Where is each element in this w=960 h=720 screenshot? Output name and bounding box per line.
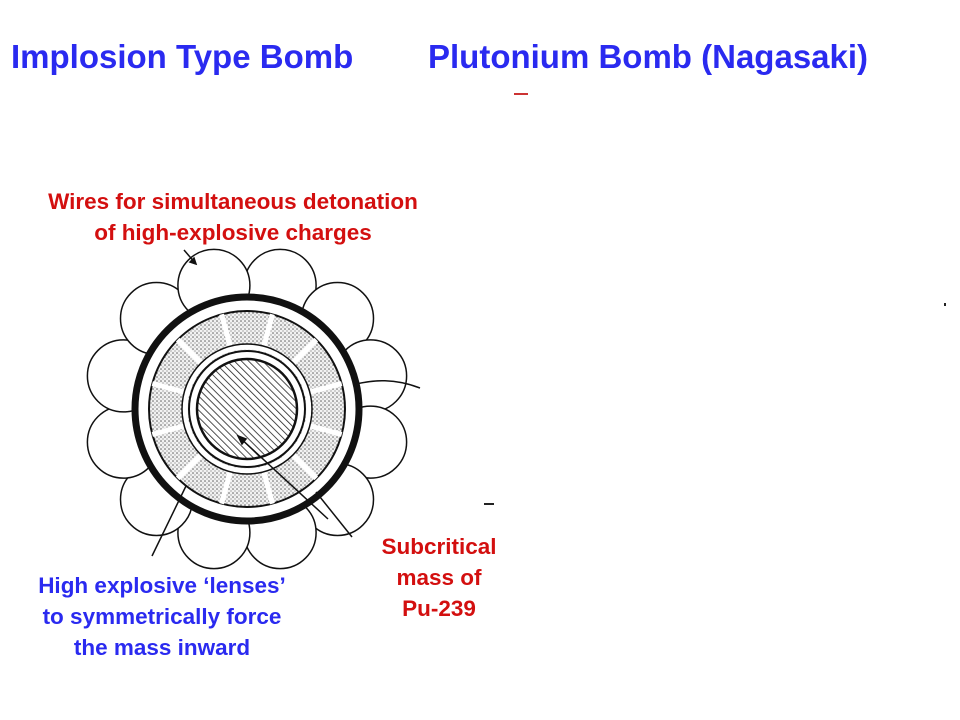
label-line: Subcritical: [381, 534, 497, 559]
label-line: the mass inward: [73, 635, 251, 660]
title-plutonium: Plutonium Bomb (Nagasaki): [428, 38, 869, 75]
leader-lines: [151, 249, 421, 557]
lens-dividers: [151, 313, 343, 505]
label-line: High explosive ‘lenses’: [38, 573, 286, 598]
title-implosion: Implosion Type Bomb: [11, 38, 354, 75]
inner-gap-edge: [181, 343, 313, 475]
plutonium-core: [195, 357, 299, 461]
label-line: Pu-239: [402, 596, 476, 621]
stray-mark: [484, 503, 494, 505]
stray-mark: [944, 303, 946, 306]
label-line: to symmetrically force: [42, 604, 282, 629]
label-subcritical-mass: Subcritical mass of Pu-239: [365, 531, 513, 624]
slide-title: Implosion Type Bomb Plutonium Bomb (Naga…: [0, 38, 960, 88]
stray-mark: [514, 93, 528, 95]
inner-gap-ring: [182, 344, 312, 474]
label-line: Wires for simultaneous detonation: [48, 189, 418, 214]
label-line: of high-explosive charges: [94, 220, 372, 245]
label-line: mass of: [396, 565, 482, 590]
label-detonation-wires: Wires for simultaneous detonation of hig…: [10, 186, 456, 248]
label-explosive-lenses: High explosive ‘lenses’ to symmetrically…: [10, 570, 314, 663]
